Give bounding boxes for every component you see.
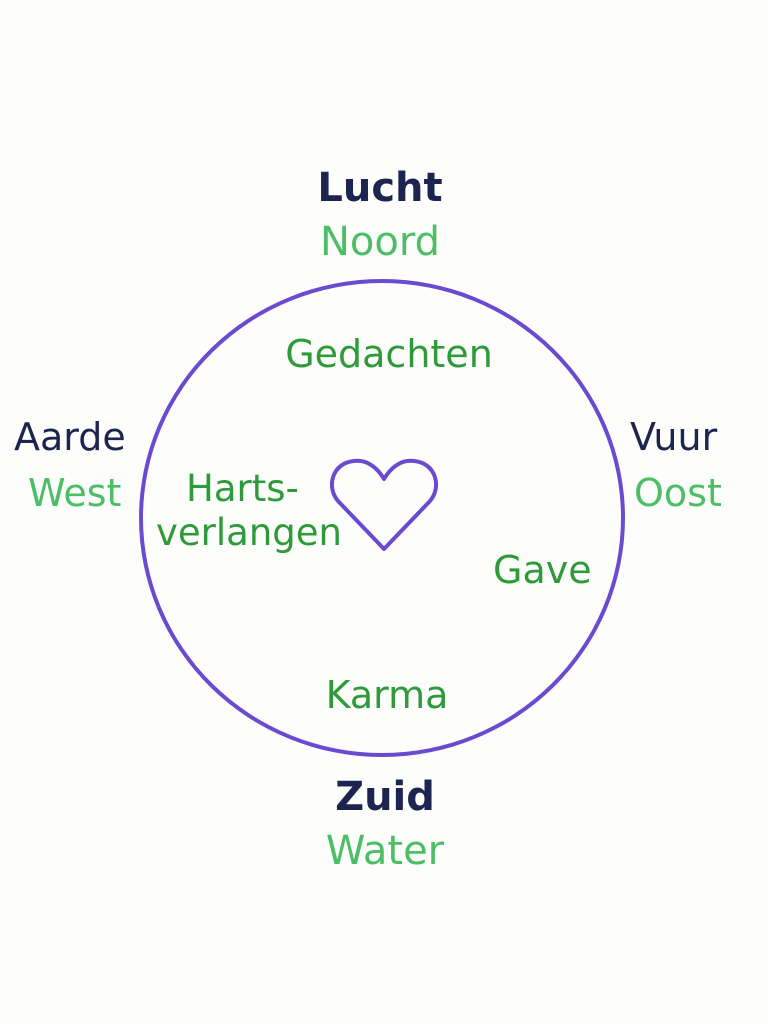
compass-circle <box>139 279 625 757</box>
north-element-label: Lucht <box>317 165 443 211</box>
north-direction-label: Noord <box>320 219 440 265</box>
east-element-label: Vuur <box>630 415 718 459</box>
east-direction-label: Oost <box>634 471 722 515</box>
inner-left-label-line2: verlangen <box>156 511 342 554</box>
inner-bottom-label: Karma <box>325 673 449 717</box>
west-direction-label: West <box>28 471 122 515</box>
inner-left-label-line1: Harts- <box>186 467 299 510</box>
south-direction-label: Zuid <box>335 774 435 820</box>
heart-icon <box>330 458 439 551</box>
west-element-label: Aarde <box>14 415 126 459</box>
south-element-label: Water <box>325 828 445 874</box>
inner-top-label: Gedachten <box>285 332 493 376</box>
inner-right-label: Gave <box>493 548 592 592</box>
